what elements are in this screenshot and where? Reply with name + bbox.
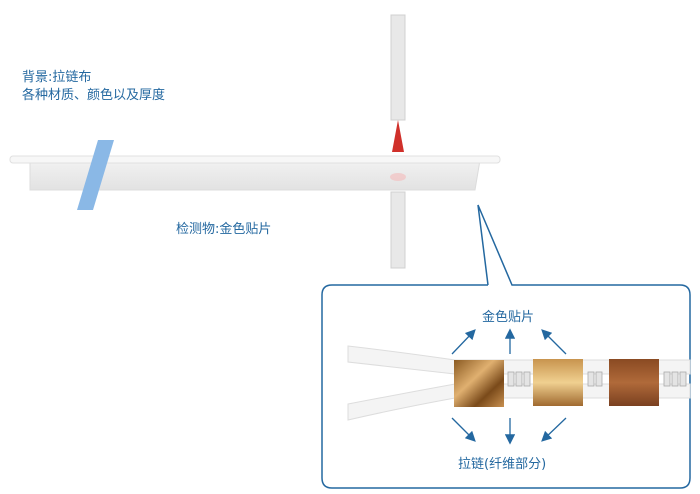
callout-top-label: 金色贴片 [482, 310, 535, 325]
arrows [451, 328, 567, 445]
zipper-teeth [507, 371, 687, 387]
gold-patch-2 [533, 359, 583, 406]
guide-bar [77, 140, 114, 210]
background-title: 背景:拉链布 [22, 70, 92, 85]
sensor-post-top [390, 14, 406, 121]
callout-box [321, 204, 691, 489]
gold-patch-1 [454, 360, 504, 407]
background-description: 各种材质、颜色以及厚度 [22, 88, 166, 103]
sensor-post-bottom [390, 191, 406, 269]
gold-patch-3 [609, 359, 659, 406]
target-label: 检测物:金色贴片 [176, 222, 272, 237]
sensor-beam [392, 120, 404, 152]
callout-bottom-label: 拉链(纤维部分) [458, 457, 547, 472]
